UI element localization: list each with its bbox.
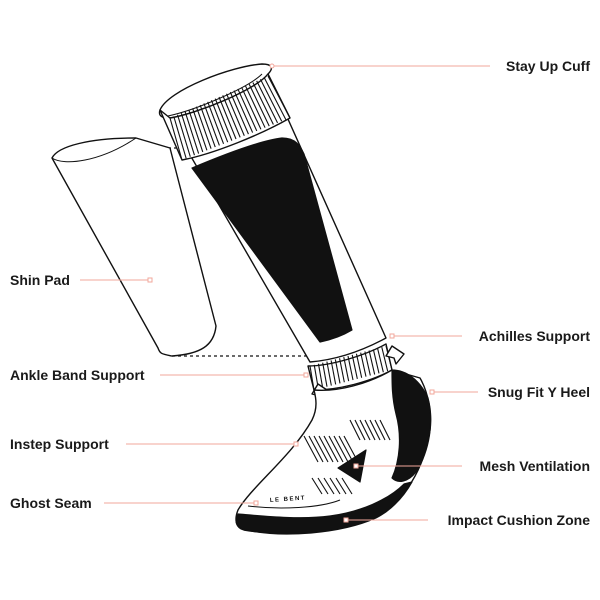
- label-snug-fit-y-heel: Snug Fit Y Heel: [488, 384, 590, 400]
- mesh-line: [317, 477, 329, 495]
- label-impact-cushion-zone: Impact Cushion Zone: [448, 512, 591, 528]
- instep-stripe: [318, 435, 334, 463]
- ankle-rib: [360, 352, 367, 377]
- cuff-rib: [184, 111, 200, 154]
- instep-stripe: [374, 419, 386, 441]
- ankle-rib: [343, 357, 350, 382]
- ankle-band-ribbing: [309, 345, 393, 391]
- instep-stripe: [333, 435, 349, 463]
- instep-stripe: [328, 435, 344, 463]
- ankle-rib: [309, 365, 315, 391]
- label-instep-support: Instep Support: [10, 436, 109, 452]
- instep-stripe: [364, 419, 376, 441]
- mesh-line: [341, 477, 353, 495]
- cuff-rib: [188, 109, 204, 153]
- cuff-rib: [263, 77, 287, 120]
- cuff-rib: [207, 101, 225, 145]
- label-stay-up-cuff: Stay Up Cuff: [506, 58, 590, 74]
- cuff-rib: [222, 95, 241, 138]
- cuff-rib: [256, 80, 279, 124]
- label-shin-pad: Shin Pad: [10, 272, 70, 288]
- label-ghost-seam: Ghost Seam: [10, 495, 92, 511]
- mesh-line: [311, 477, 323, 495]
- ankle-rib: [339, 358, 345, 383]
- instep-stripe: [354, 419, 366, 441]
- instep-stripe: [379, 419, 391, 441]
- ankle-rib: [372, 349, 380, 374]
- cuff-rib: [195, 106, 212, 149]
- cuff-rib: [173, 116, 187, 159]
- cuff-rib: [237, 88, 258, 132]
- cuff-rib: [233, 90, 254, 133]
- ankle-rib: [368, 350, 376, 375]
- instep-stripe: [369, 419, 381, 441]
- ankle-rib: [326, 361, 332, 386]
- cuff-rib: [267, 75, 291, 119]
- cuff-rib: [226, 93, 245, 136]
- cuff-rib: [214, 98, 233, 141]
- shin-pad-illustration: [51, 137, 310, 357]
- ankle-rib: [317, 363, 324, 388]
- instep-stripe: [349, 419, 361, 441]
- stay-up-cuff-illustration: [158, 63, 291, 161]
- callout-labels: Stay Up Cuff Shin Pad Achilles Support A…: [10, 58, 590, 528]
- cuff-rib: [244, 85, 266, 128]
- label-mesh-ventilation: Mesh Ventilation: [480, 458, 590, 474]
- instep-stripe: [323, 435, 339, 463]
- instep-stripe: [303, 435, 319, 463]
- ankle-rib: [347, 355, 354, 381]
- cuff-rib: [241, 87, 262, 130]
- ankle-rib: [355, 353, 363, 378]
- mesh-pattern: [311, 477, 353, 495]
- ankle-rib: [351, 354, 358, 380]
- mesh-line: [329, 477, 341, 495]
- mesh-line: [323, 477, 335, 495]
- callout-leaders: [80, 63, 490, 523]
- cuff-rib: [199, 104, 216, 148]
- cuff-rib: [248, 83, 270, 127]
- instep-stripes: [303, 419, 391, 463]
- ankle-rib: [330, 360, 337, 385]
- ankle-rib: [377, 348, 384, 373]
- cuff-rib: [180, 112, 195, 156]
- cuff-rib: [229, 91, 249, 135]
- ankle-rib: [334, 359, 341, 384]
- ankle-rib: [381, 346, 389, 372]
- cuff-rib: [259, 78, 283, 122]
- brand-mark: LE BENT: [270, 495, 307, 504]
- cuff-ribbing: [169, 75, 291, 161]
- cuff-rib: [177, 114, 191, 157]
- cuff-rib: [192, 108, 208, 151]
- cuff-rib: [218, 96, 237, 140]
- ankle-rib: [364, 351, 371, 376]
- ankle-rib: [322, 362, 328, 387]
- mesh-line: [335, 477, 347, 495]
- instep-stripe: [338, 435, 354, 463]
- label-achilles-support: Achilles Support: [479, 328, 591, 344]
- cuff-rib: [169, 117, 183, 161]
- instep-stripe: [313, 435, 329, 463]
- cuff-rib: [203, 103, 220, 146]
- instep-stripe: [359, 419, 371, 441]
- instep-stripe: [308, 435, 324, 463]
- sock-foot: LE BENT: [235, 369, 432, 535]
- cuff-rib: [252, 82, 274, 125]
- cuff-rib: [210, 100, 229, 143]
- label-ankle-band-support: Ankle Band Support: [10, 367, 145, 383]
- ankle-rib: [385, 345, 393, 371]
